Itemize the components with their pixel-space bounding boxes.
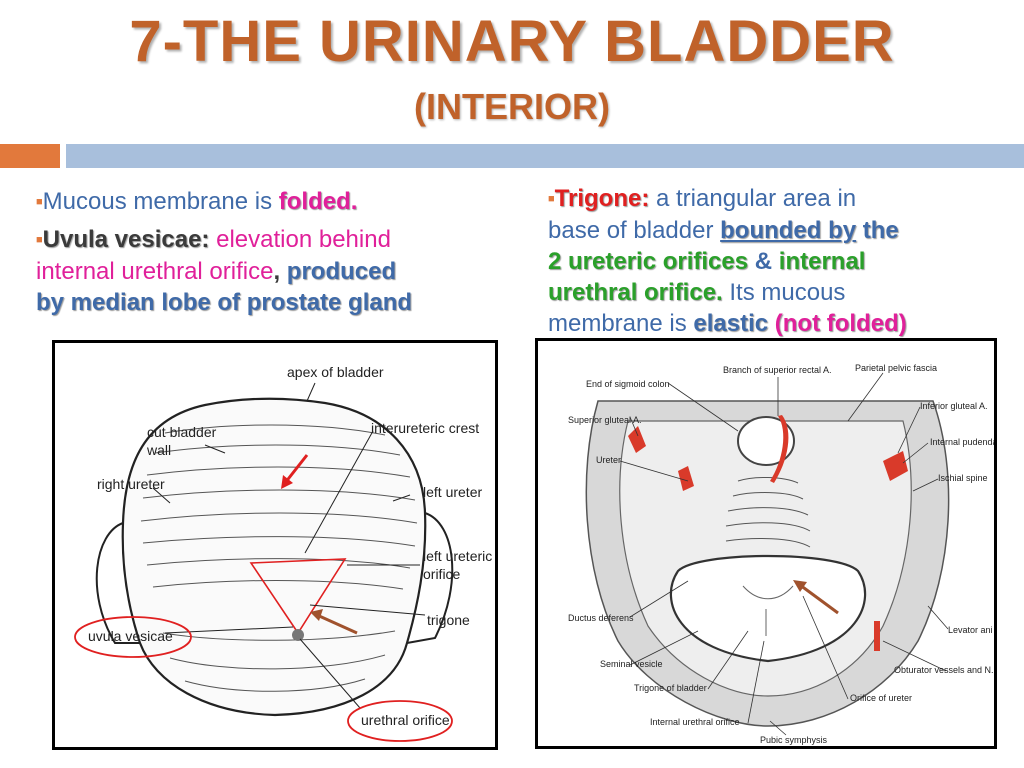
label-internal-urethral: Internal urethral orifice: [650, 717, 740, 727]
label-ureter: Ureter: [596, 455, 621, 465]
label-ductus-deferens: Ductus deferens: [568, 613, 634, 623]
bullet-icon: ■: [548, 193, 555, 206]
bladder-posterior-folds: [725, 477, 811, 548]
label-interureteric: interureteric crest: [371, 420, 479, 436]
label-seminal-vesicle: Seminal vesicle: [600, 659, 663, 669]
label-urethral-orifice: urethral orifice: [361, 712, 450, 728]
brown-arrow-icon: [799, 583, 839, 615]
left-text-block: ■Mucous membrane is folded. ■Uvula vesic…: [36, 186, 506, 318]
rectum: [737, 416, 795, 466]
label-left-ureteric-1: left ureteric: [423, 548, 492, 564]
label-internal-pudendal: Internal pudendal A.: [930, 437, 994, 447]
cut-wall-left: [95, 522, 140, 644]
bullet-icon: ■: [36, 234, 43, 247]
red-arrow-icon: [283, 454, 309, 484]
accent-bar-orange: [0, 144, 60, 168]
label-pubic-symphysis: Pubic symphysis: [760, 735, 828, 745]
label-cut-wall-1: cut bladder: [147, 424, 217, 440]
bullet-mucous: ■Mucous membrane is folded.: [36, 188, 358, 215]
urethral-orifice-mark: [292, 629, 304, 641]
page-title: 7-THE URINARY BLADDER: [129, 9, 895, 74]
label-apex: apex of bladder: [287, 364, 384, 380]
label-rectal-branch: Branch of superior rectal A.: [723, 365, 832, 375]
brown-arrow-icon: [316, 613, 358, 635]
bullet-icon: ■: [36, 196, 43, 209]
label-trigone-of-bladder: Trigone of bladder: [634, 683, 707, 693]
label-right-ureter: right ureter: [97, 476, 165, 492]
label-left-ureter: left ureter: [423, 484, 482, 500]
bladder-base: [669, 554, 867, 663]
uvula-highlight-circle: [74, 616, 192, 658]
urethral-highlight-circle: [347, 700, 453, 742]
label-trigone: trigone: [427, 612, 470, 628]
arteries: [628, 415, 908, 651]
label-orifice-of-ureter: Orifice of ureter: [850, 693, 912, 703]
label-ischial-spine: Ischial spine: [938, 473, 988, 483]
label-sigmoid: End of sigmoid colon: [586, 379, 670, 389]
label-left-ureteric-2: orifice: [423, 566, 461, 582]
accent-bar-blue: [66, 144, 1024, 168]
pelvis-section-diagram: End of sigmoid colon Branch of superior …: [568, 363, 1010, 745]
mucosal-folds: [140, 424, 418, 692]
label-cut-wall-2: wall: [146, 442, 171, 458]
bladder-diagram-panel: apex of bladder cut bladder wall interur…: [52, 340, 498, 750]
leader-lines: [152, 382, 426, 709]
cut-wall-right: [406, 512, 454, 644]
pelvis-section-panel: End of sigmoid colon Branch of superior …: [535, 338, 1010, 749]
label-inferior-gluteal: Inferior gluteal A.: [920, 401, 988, 411]
label-parietal-fascia: Parietal pelvic fascia: [855, 363, 937, 373]
label-obturator: Obturator vessels and N.: [894, 665, 994, 675]
page-subtitle: (INTERIOR): [414, 86, 610, 127]
leader-lines: [619, 372, 949, 736]
trigone-triangle: [249, 558, 347, 635]
bladder-diagram: apex of bladder cut bladder wall interur…: [74, 364, 492, 742]
label-superior-gluteal: Superior gluteal A.: [568, 415, 642, 425]
label-uvula: uvula vesicae: [88, 628, 173, 644]
label-levator-ani: Levator ani: [948, 625, 993, 635]
